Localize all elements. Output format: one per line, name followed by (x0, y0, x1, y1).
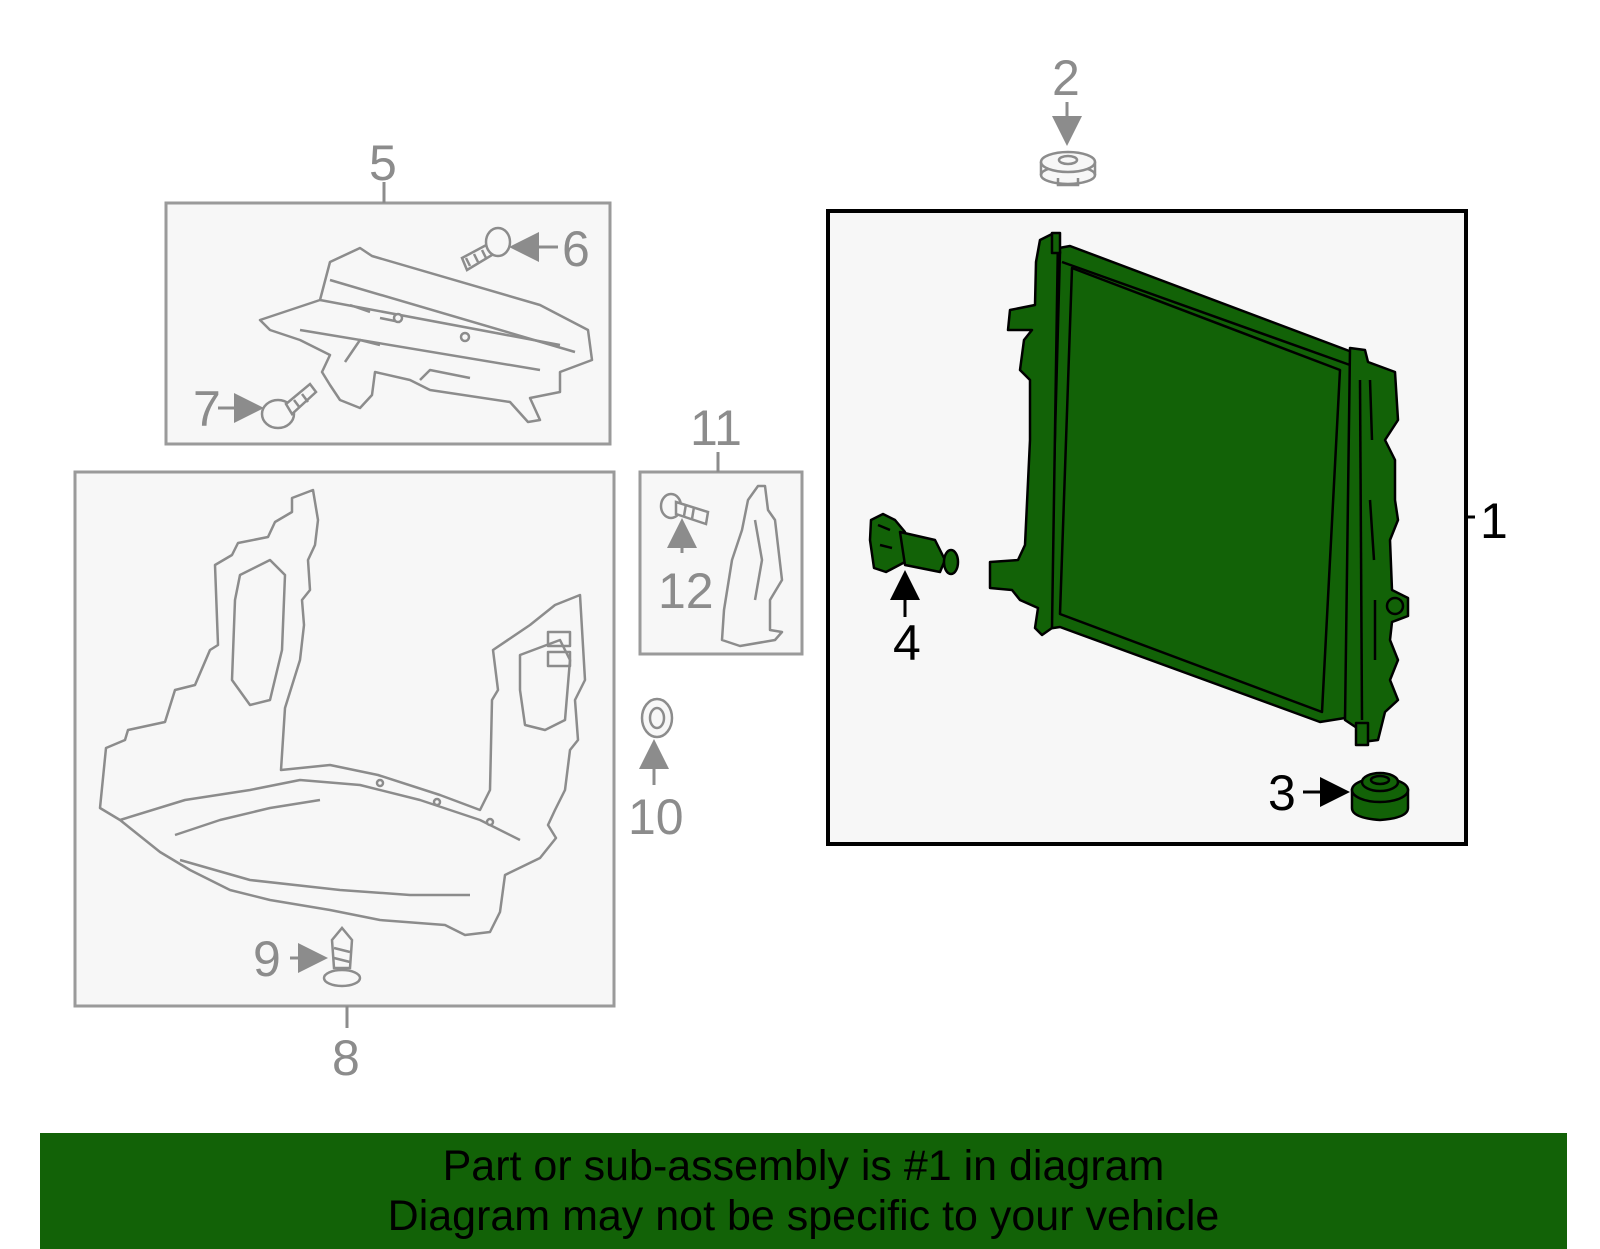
bolt-part-6 (460, 226, 512, 272)
drain-plug-part-4 (868, 512, 960, 576)
radiator-part-1 (988, 231, 1410, 747)
group-box-5 (164, 182, 612, 446)
callout-11: 11 (690, 400, 742, 456)
screw-part-12 (659, 492, 710, 526)
upper-tie-bar-cover-part (258, 246, 594, 424)
upper-isolator-part-2 (1039, 150, 1097, 187)
washer-part-10 (640, 697, 674, 739)
callout-8: 8 (332, 1030, 360, 1086)
callout-5: 5 (369, 135, 397, 191)
push-pin-part-7 (260, 382, 318, 430)
callout-7: 7 (193, 381, 221, 437)
callout-10: 10 (628, 789, 684, 845)
group-box-1 (826, 209, 1475, 846)
bolt-part-9 (322, 926, 362, 988)
callout-1: 1 (1480, 493, 1508, 549)
banner-line-2: Diagram may not be specific to your vehi… (387, 1192, 1220, 1240)
callout-6: 6 (562, 221, 590, 277)
info-banner: Part or sub-assembly is #1 in diagram Di… (40, 1133, 1567, 1249)
callout-3: 3 (1268, 765, 1296, 821)
callout-2: 2 (1052, 50, 1080, 106)
callout-4: 4 (893, 615, 921, 671)
callout-12: 12 (658, 563, 714, 619)
air-deflector-part (98, 488, 587, 937)
group-box-11 (638, 452, 804, 656)
group-box-8 (73, 470, 616, 1028)
lower-isolator-part-3 (1350, 771, 1410, 822)
callout-9: 9 (253, 931, 281, 987)
banner-line-1: Part or sub-assembly is #1 in diagram (442, 1142, 1165, 1190)
side-deflector-part (720, 484, 784, 648)
